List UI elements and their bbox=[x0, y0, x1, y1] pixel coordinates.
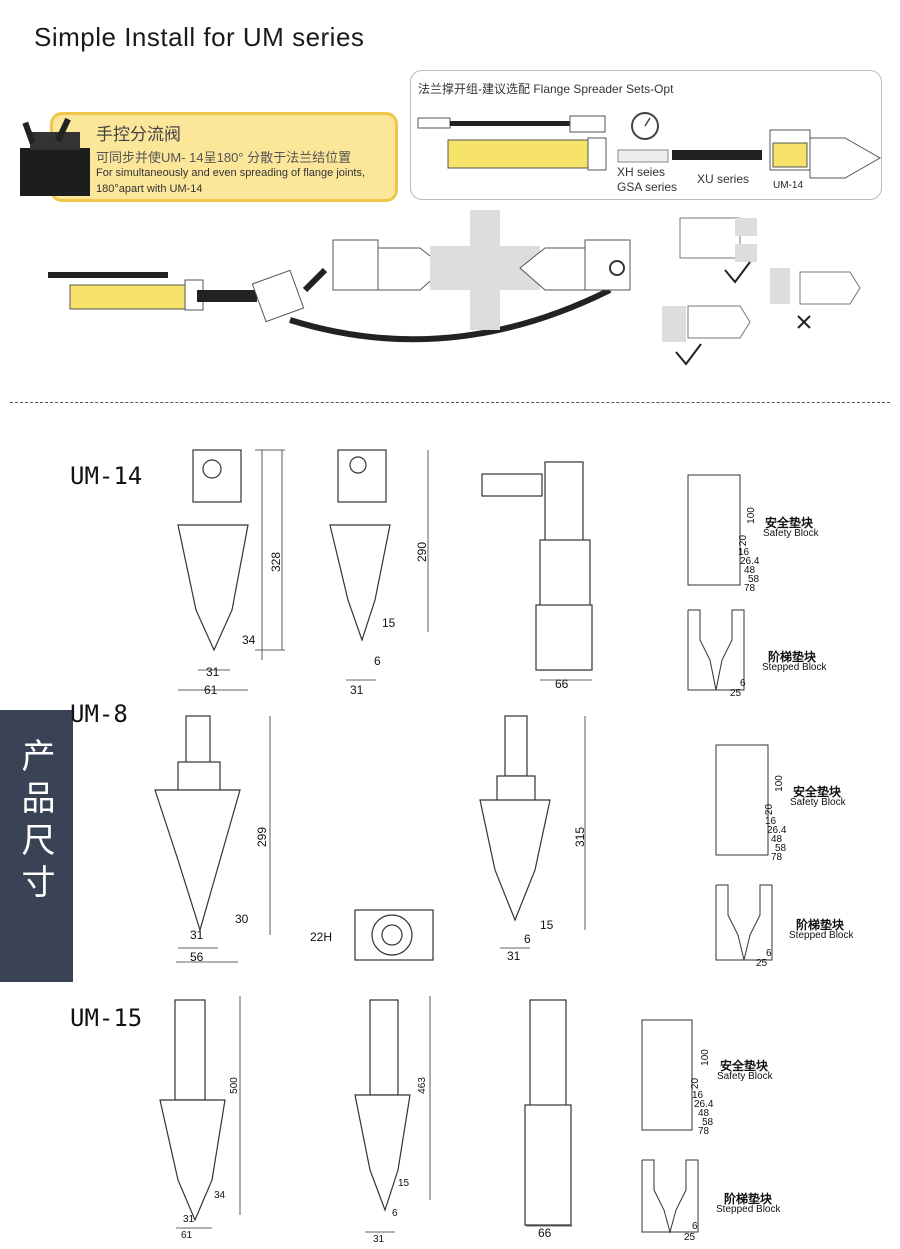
pump-icon bbox=[417, 115, 607, 171]
um14-dim-61: 61 bbox=[204, 683, 218, 697]
stepped-block-cn-3: 阶梯垫块 bbox=[724, 1192, 773, 1206]
safety-dim-264-2: 26.4 bbox=[767, 825, 787, 836]
hose-icon bbox=[289, 287, 612, 343]
side-tab bbox=[0, 710, 73, 982]
xh-series-label: XH seies bbox=[617, 165, 666, 179]
model-um15-heading: UM-15 bbox=[70, 1004, 143, 1032]
valve-callout bbox=[50, 112, 398, 202]
valve-description-cn: 可同步并使UM- 14呈180° 分散于法兰结位置 bbox=[96, 150, 352, 165]
stepped-dim-25-1: 25 bbox=[730, 688, 742, 699]
um15-dim-34: 34 bbox=[214, 1190, 226, 1201]
optional-sets-title: 法兰撑开组-建议选配 Flange Spreader Sets-Opt bbox=[418, 82, 674, 96]
xu-series-label: XU series bbox=[697, 172, 750, 186]
safety-dim-264-3: 26.4 bbox=[694, 1099, 714, 1110]
safety-block-en-2: Safety Block bbox=[790, 797, 846, 808]
valve-description-en-2: 180°apart with UM-14 bbox=[96, 183, 203, 195]
um14-dim-31a: 31 bbox=[206, 665, 220, 679]
um8-dim-30: 30 bbox=[235, 912, 249, 926]
um14-dim-328: 328 bbox=[269, 551, 284, 573]
um8-dim-22h: 22H bbox=[310, 930, 333, 944]
stepped-dim-25-2: 25 bbox=[756, 958, 768, 969]
safety-dim-48-3: 48 bbox=[698, 1108, 710, 1119]
pump-icon bbox=[69, 284, 186, 310]
um15-dim-31b: 31 bbox=[373, 1234, 385, 1245]
safety-dim-100-2: 100 bbox=[773, 775, 785, 792]
safety-dim-78-1: 78 bbox=[744, 583, 756, 594]
um14-dim-6: 6 bbox=[374, 654, 381, 668]
um8-dim-315: 315 bbox=[573, 826, 588, 848]
optional-sets-panel bbox=[410, 70, 882, 200]
um15-dim-6: 6 bbox=[392, 1208, 398, 1219]
um14-dim-290: 290 bbox=[415, 541, 430, 563]
um15-dim-15: 15 bbox=[398, 1178, 410, 1189]
spreader-right-icon bbox=[519, 247, 586, 291]
um15-dim-66: 66 bbox=[538, 1226, 552, 1240]
coupler-icon bbox=[617, 149, 669, 163]
um14-dim-66: 66 bbox=[555, 677, 569, 691]
safety-dim-20-1: 20 bbox=[738, 534, 750, 547]
stepped-dim-25-3: 25 bbox=[684, 1232, 696, 1243]
um8-dim-31b: 31 bbox=[507, 949, 521, 963]
safety-dim-58-3: 58 bbox=[702, 1117, 714, 1128]
diverter-valve-icon bbox=[20, 117, 90, 196]
um14-dim-31b: 31 bbox=[350, 683, 364, 697]
hose-icon bbox=[48, 272, 168, 278]
stepped-block-cn-2: 阶梯垫块 bbox=[796, 918, 845, 932]
side-tab-label: 产品尺寸 bbox=[15, 738, 55, 906]
safety-dim-78-2: 78 bbox=[771, 852, 783, 863]
stepped-block-cn-1: 阶梯垫块 bbox=[768, 650, 817, 664]
um8-dim-56: 56 bbox=[190, 950, 204, 964]
safety-dim-16-1: 16 bbox=[738, 547, 750, 558]
hose-icon bbox=[672, 150, 762, 160]
valve-description-en-1: For simultaneously and even spreading of… bbox=[96, 167, 366, 179]
safety-dim-48-1: 48 bbox=[744, 565, 756, 576]
stepped-dim-6-3: 6 bbox=[692, 1221, 698, 1232]
um8-dim-299: 299 bbox=[255, 826, 270, 848]
um14-dim-34: 34 bbox=[242, 633, 256, 647]
um15-dim-500: 500 bbox=[228, 1077, 240, 1094]
safety-dim-100-1: 100 bbox=[745, 507, 757, 524]
stepped-dim-6-1: 6 bbox=[740, 678, 746, 689]
safety-dim-48-2: 48 bbox=[771, 834, 783, 845]
stepped-block-en-1: Stepped Block bbox=[762, 662, 827, 673]
safety-block-cn-2: 安全垫块 bbox=[793, 785, 842, 799]
gsa-series-label: GSA series bbox=[617, 180, 678, 194]
um8-dim-31a: 31 bbox=[190, 928, 204, 942]
safety-block-en-3: Safety Block bbox=[717, 1071, 773, 1082]
um14-dim-15: 15 bbox=[382, 616, 396, 630]
safety-dim-78-3: 78 bbox=[698, 1126, 710, 1137]
um15-dim-61: 61 bbox=[181, 1230, 193, 1241]
cross-icon bbox=[797, 315, 811, 329]
safety-dim-264-1: 26.4 bbox=[740, 556, 760, 567]
section-divider bbox=[10, 402, 890, 403]
um8-dim-6: 6 bbox=[524, 932, 531, 946]
safety-block-cn-3: 安全垫块 bbox=[720, 1059, 769, 1073]
um14-opt-label: UM-14 bbox=[773, 180, 804, 191]
safety-dim-16-3: 16 bbox=[692, 1090, 704, 1101]
safety-dim-20-3: 20 bbox=[690, 1077, 702, 1090]
stepped-block-en-3: Stepped Block bbox=[716, 1204, 781, 1215]
check-icon bbox=[724, 261, 751, 284]
page-title: Simple Install for UM series bbox=[34, 22, 365, 52]
model-um8-heading: UM-8 bbox=[70, 700, 128, 728]
um15-dim-463: 463 bbox=[416, 1077, 428, 1094]
um15-dim-31a: 31 bbox=[183, 1214, 195, 1225]
check-icon bbox=[675, 343, 702, 366]
um8-dim-15: 15 bbox=[540, 918, 554, 932]
safety-dim-16-2: 16 bbox=[765, 816, 777, 827]
safety-dim-58-1: 58 bbox=[748, 574, 760, 585]
model-um14-heading: UM-14 bbox=[70, 462, 143, 490]
safety-dim-100-3: 100 bbox=[699, 1049, 711, 1066]
safety-dim-58-2: 58 bbox=[775, 843, 787, 854]
safety-dim-20-2: 20 bbox=[764, 803, 776, 816]
safety-block-cn-1: 安全垫块 bbox=[765, 516, 814, 530]
stepped-block-en-2: Stepped Block bbox=[789, 930, 854, 941]
valve-title: 手控分流阀 bbox=[96, 125, 181, 144]
safety-block-en-1: Safety Block bbox=[763, 528, 819, 539]
diverter-valve-icon bbox=[251, 269, 305, 323]
stepped-dim-6-2: 6 bbox=[766, 948, 772, 959]
spreader-icon bbox=[809, 137, 882, 179]
